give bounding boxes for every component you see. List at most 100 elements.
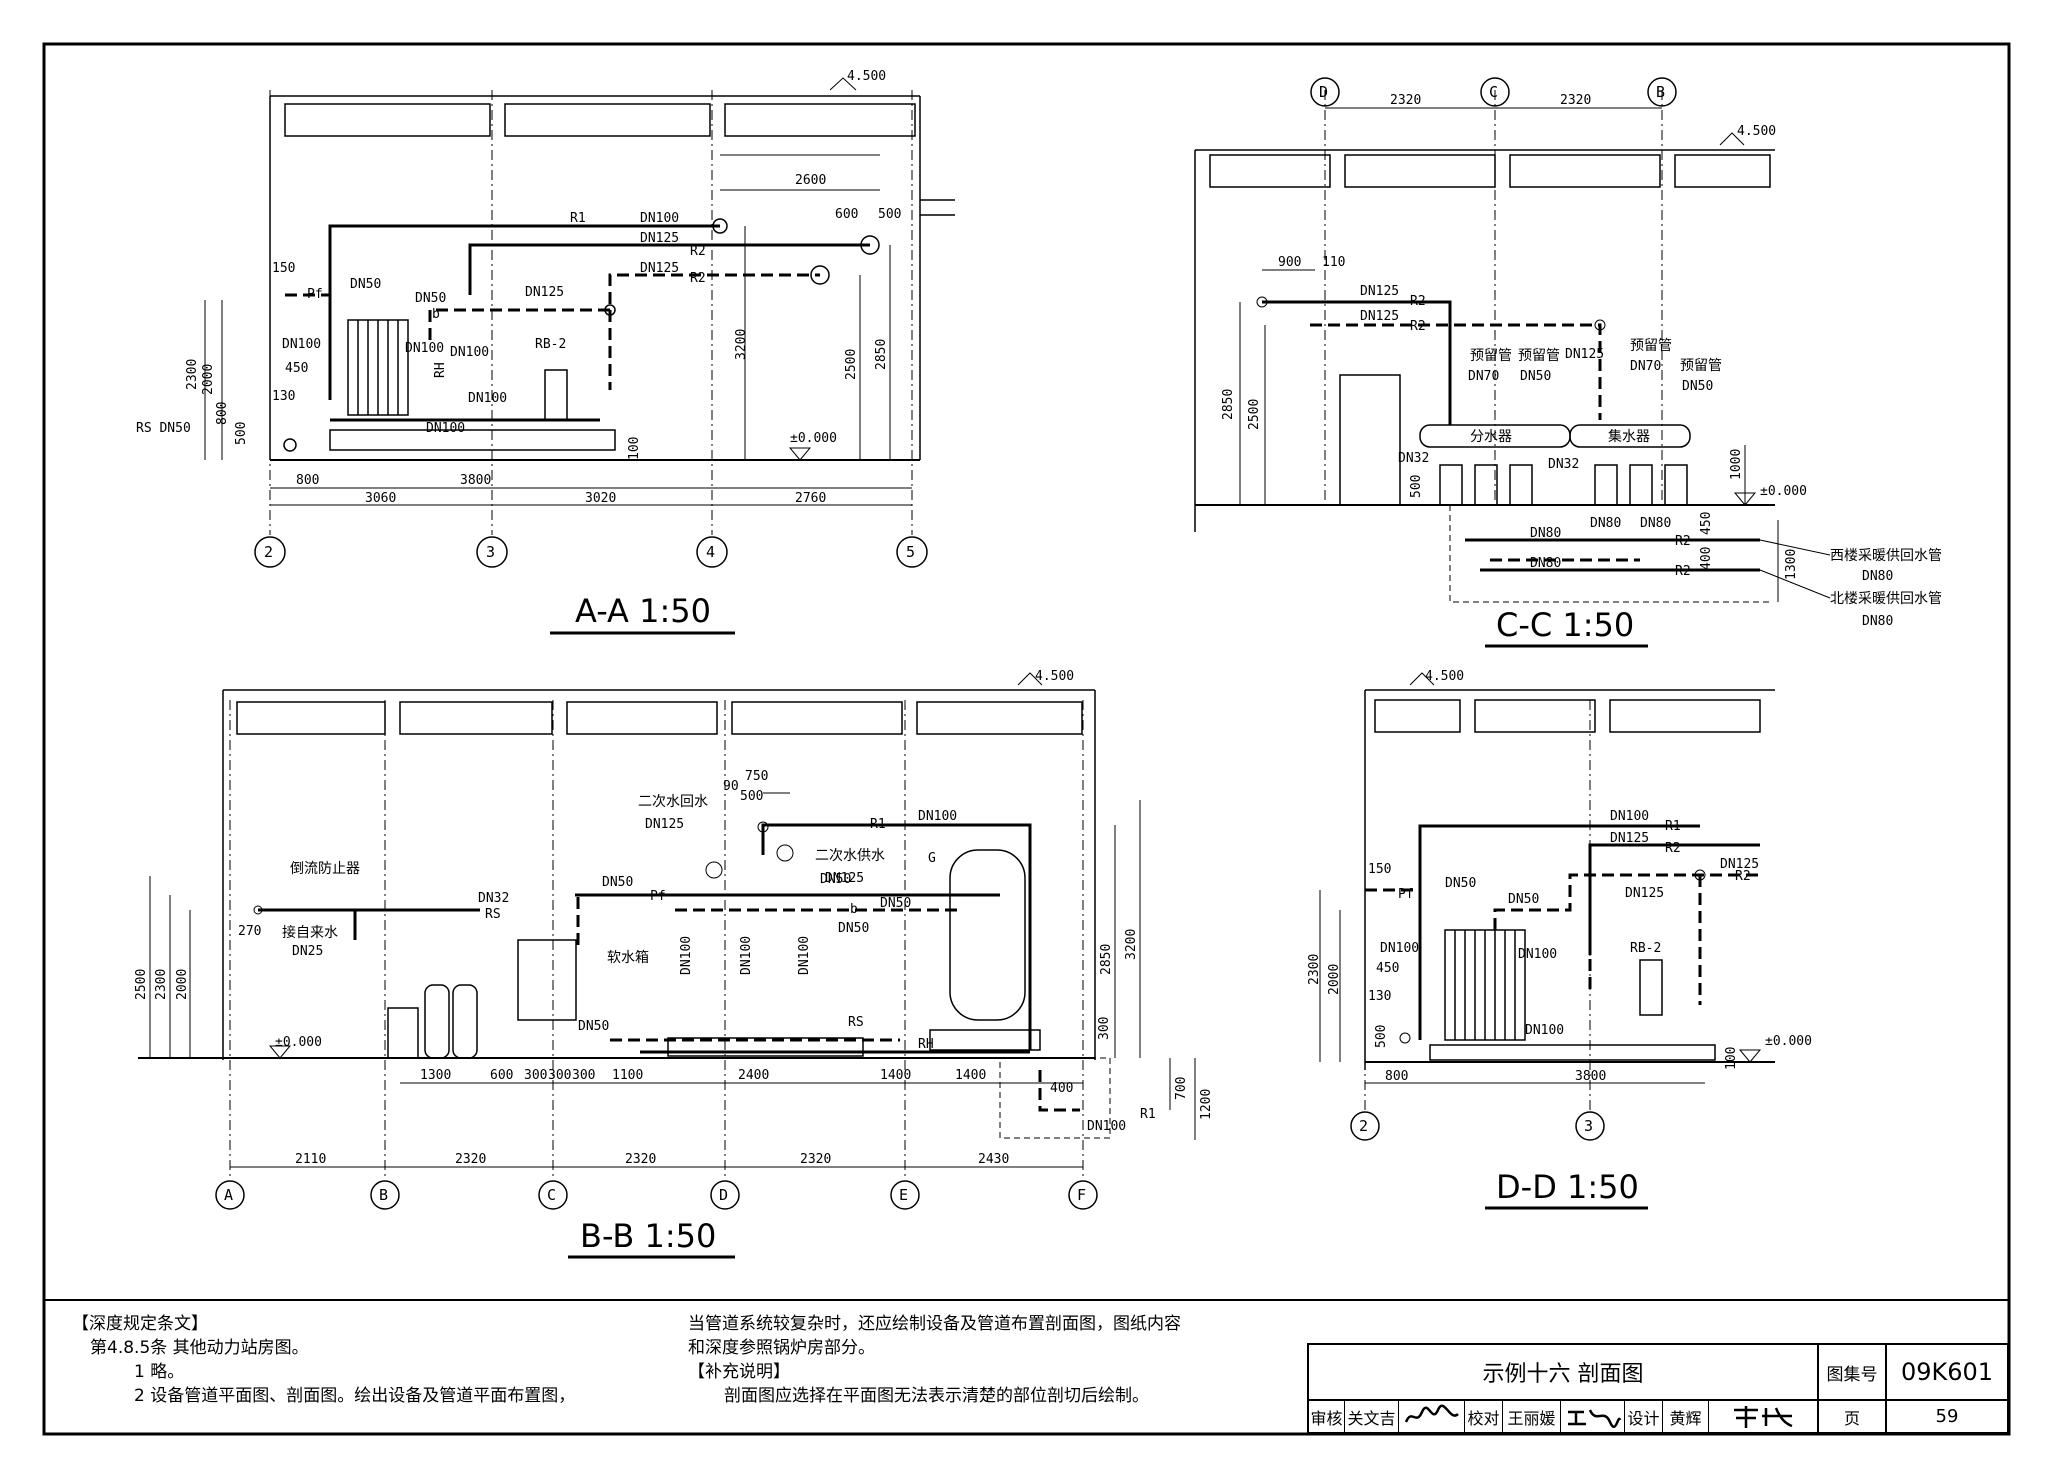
bb-dim-2500: 2500 bbox=[134, 969, 149, 1000]
cc-label-dn80-e: DN80 bbox=[1862, 569, 1893, 584]
cc-dim-900: 900 bbox=[1278, 255, 1301, 270]
bb-dim-2320-b: 2320 bbox=[625, 1152, 656, 1167]
bb-dim-2320-a: 2320 bbox=[455, 1152, 486, 1167]
aa-label-dn125-c: DN125 bbox=[525, 285, 564, 300]
aa-label-r2-b: R2 bbox=[690, 271, 706, 286]
dd-label-pf: Pf bbox=[1398, 887, 1414, 902]
aa-dim-100: 100 bbox=[627, 437, 642, 460]
bb-label-r1-b: R1 bbox=[1140, 1107, 1156, 1122]
bb-dim-2850: 2850 bbox=[1099, 944, 1114, 975]
cc-dim-2320-a: 2320 bbox=[1390, 93, 1421, 108]
notes-right-heading: 【补充说明】 bbox=[688, 1362, 790, 1382]
dd-label-dn100-d: DN100 bbox=[1525, 1023, 1564, 1038]
bb-label-dn100-a: DN100 bbox=[1087, 1119, 1126, 1134]
dd-zero-level: ±0.000 bbox=[1765, 1034, 1812, 1049]
aa-label-pf: Pf bbox=[307, 287, 323, 302]
aa-dim-3020: 3020 bbox=[585, 491, 616, 506]
bb-label-dn50-d: DN50 bbox=[838, 921, 869, 936]
bb-label-rs-a: RS bbox=[485, 907, 501, 922]
title-block-designer: 黄辉 bbox=[1663, 1401, 1709, 1432]
aa-label-dn100-c: DN100 bbox=[450, 345, 489, 360]
aa-dim-450: 450 bbox=[285, 361, 308, 376]
sheet-border bbox=[42, 42, 2011, 1436]
aa-label-r1: R1 bbox=[570, 211, 586, 226]
bb-dim-1200: 1200 bbox=[1199, 1089, 1214, 1120]
bb-dim-2400: 2400 bbox=[738, 1068, 769, 1083]
notes-right: 当管道系统较复杂时，还应绘制设备及管道布置剖面图，图纸内容 和深度参照锅炉房部分… bbox=[688, 1312, 1181, 1408]
title-block-checker-signature bbox=[1561, 1401, 1625, 1432]
dd-section-title: D-D 1:50 bbox=[1496, 1168, 1639, 1206]
bb-elevation: 4.500 bbox=[1035, 669, 1074, 684]
bb-grid-d: D bbox=[719, 1186, 728, 1204]
dd-label-dn100-c: DN100 bbox=[1518, 947, 1557, 962]
dd-dim-150: 150 bbox=[1368, 862, 1391, 877]
bb-label-rs-b: RS bbox=[848, 1015, 864, 1030]
cc-dim-1000: 1000 bbox=[1729, 449, 1744, 480]
aa-elevation: 4.500 bbox=[847, 69, 886, 84]
cc-label-dn80-f: DN80 bbox=[1862, 614, 1893, 629]
notes-right-line3: 剖面图应选择在平面图无法表示清楚的部位剖切后绘制。 bbox=[724, 1386, 1149, 1406]
aa-label-dn125-a: DN125 bbox=[640, 231, 679, 246]
bb-dim-300-d: 300 bbox=[1097, 1017, 1112, 1040]
cc-grid-b: B bbox=[1656, 83, 1665, 101]
cc-dim-2500: 2500 bbox=[1247, 399, 1262, 430]
dd-grid-2: 2 bbox=[1359, 1117, 1368, 1135]
bb-label-dn125-b: DN125 bbox=[645, 817, 684, 832]
cc-label-reserved-1: 预留管 bbox=[1470, 348, 1512, 364]
bb-label-dn50-b: DN50 bbox=[820, 872, 851, 887]
notes-right-line1: 当管道系统较复杂时，还应绘制设备及管道布置剖面图，图纸内容 bbox=[688, 1314, 1181, 1334]
title-block-atlas-no: 09K601 bbox=[1887, 1345, 2007, 1401]
cc-label-r2-c: R2 bbox=[1675, 534, 1691, 549]
cc-label-dn125-a: DN125 bbox=[1360, 284, 1399, 299]
bb-dim-2320-c: 2320 bbox=[800, 1152, 831, 1167]
bb-dim-1400-a: 1400 bbox=[880, 1068, 911, 1083]
cc-grid-c: C bbox=[1489, 83, 1498, 101]
cc-dim-500: 500 bbox=[1409, 475, 1424, 498]
cc-grid-d: D bbox=[1319, 83, 1328, 101]
title-block-atlas-label: 图集号 bbox=[1819, 1345, 1887, 1401]
title-block-design-label: 设计 bbox=[1625, 1401, 1663, 1432]
bb-label-dn50-e: DN50 bbox=[578, 1019, 609, 1034]
dd-label-dn100-b: DN100 bbox=[1380, 941, 1419, 956]
aa-grid-3: 3 bbox=[486, 543, 495, 561]
bb-label-dn50-c: DN50 bbox=[880, 896, 911, 911]
bb-label-r1-a: R1 bbox=[870, 817, 886, 832]
bb-dim-400: 400 bbox=[1050, 1081, 1073, 1096]
cc-label-dn50-a: DN50 bbox=[1520, 369, 1551, 384]
dd-dim-3800: 3800 bbox=[1575, 1069, 1606, 1084]
aa-label-rb2: RB-2 bbox=[535, 337, 566, 352]
dd-dim-500: 500 bbox=[1374, 1025, 1389, 1048]
bb-dim-1100: 1100 bbox=[612, 1068, 643, 1083]
bb-label-dn25: DN25 bbox=[292, 944, 323, 959]
aa-label-dn100: DN100 bbox=[640, 211, 679, 226]
bb-dim-2110: 2110 bbox=[295, 1152, 326, 1167]
dd-dim-800: 800 bbox=[1385, 1069, 1408, 1084]
aa-dim-2600: 2600 bbox=[795, 173, 826, 188]
aa-label-rh: RH bbox=[433, 362, 448, 378]
cc-label-dn125-b: DN125 bbox=[1360, 309, 1399, 324]
aa-dim-3800: 3800 bbox=[460, 473, 491, 488]
aa-dim-800-left: 800 bbox=[215, 402, 230, 425]
aa-grid-4: 4 bbox=[706, 543, 715, 561]
aa-dim-600: 600 bbox=[835, 207, 858, 222]
cc-label-dn80-a: DN80 bbox=[1530, 526, 1561, 541]
aa-dim-2500: 2500 bbox=[844, 349, 859, 380]
dd-label-dn125-b: DN125 bbox=[1720, 857, 1759, 872]
bb-section-title: B-B 1:50 bbox=[580, 1217, 716, 1255]
title-block-drawing-title: 示例十六 剖面图 bbox=[1309, 1345, 1819, 1401]
dd-label-r1: R1 bbox=[1665, 819, 1681, 834]
dd-dim-130: 130 bbox=[1368, 989, 1391, 1004]
aa-label-dn100-e: DN100 bbox=[426, 421, 465, 436]
section-aa: 4.500 ±0.000 2 3 4 5 800 3800 3060 3020 … bbox=[136, 69, 955, 635]
cc-label-dn125-c: DN125 bbox=[1565, 347, 1604, 362]
aa-dim-3200: 3200 bbox=[734, 329, 749, 360]
dd-label-r2-b: R2 bbox=[1735, 869, 1751, 884]
bb-grid-f: F bbox=[1077, 1186, 1086, 1204]
bb-dim-500: 500 bbox=[740, 789, 763, 804]
bb-dim-1400-b: 1400 bbox=[955, 1068, 986, 1083]
cc-label-dn70-a: DN70 bbox=[1468, 369, 1499, 384]
cc-dim-400: 400 bbox=[1699, 547, 1714, 570]
dd-label-dn100-a: DN100 bbox=[1610, 809, 1649, 824]
bb-dim-300-c: 300 bbox=[572, 1068, 595, 1083]
